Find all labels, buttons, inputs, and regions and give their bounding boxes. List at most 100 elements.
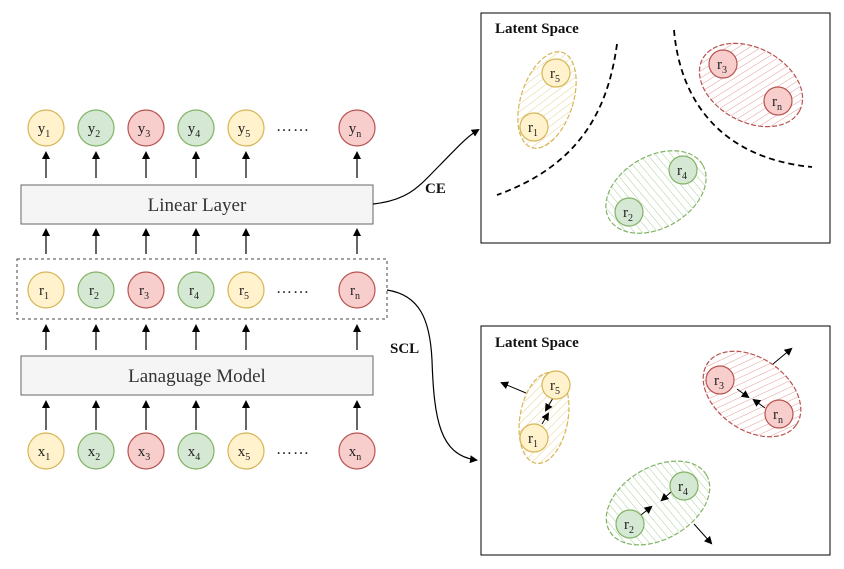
pipeline-arrows [42, 151, 361, 430]
y-node-4-circle [177, 109, 215, 147]
scl-latent-node-r5-label: r5 [550, 378, 560, 397]
y-node-5: y5 [227, 109, 265, 147]
y-node-4: y4 [177, 109, 215, 147]
y-row-ellipsis: …… [276, 118, 310, 135]
y-node-2: y2 [77, 109, 115, 147]
scl-latent-node-r5: r5 [541, 370, 571, 400]
scl-latent-node-r5-circle [541, 370, 571, 400]
representation-container [16, 258, 388, 320]
scl-latent-node-r4: r4 [669, 471, 699, 501]
x-node-4: x4 [177, 432, 215, 470]
x-node-2-circle [77, 432, 115, 470]
ce-connector-arrow [372, 128, 480, 205]
r-node-n-circle [338, 271, 376, 309]
r-node-5-label: r5 [239, 283, 249, 302]
linear-layer-label: Linear Layer [148, 195, 247, 216]
x-node-3-circle [127, 432, 165, 470]
r-node-3: r3 [127, 271, 165, 309]
scl-yellow-pull-arrow-a [544, 397, 554, 412]
x-node-2: x2 [77, 432, 115, 470]
scl-latent-node-rn: rn [764, 399, 794, 429]
ce-decision-boundary-right [673, 29, 813, 168]
linear-layer-block: Linear Layer [20, 184, 374, 225]
scl-green-pull-arrow-b [640, 505, 653, 516]
scl-latent-node-rn-label: rn [773, 407, 783, 426]
r-node-4-circle [177, 271, 215, 309]
ce-latent-node-rn: rn [763, 86, 793, 116]
y-node-2-circle [77, 109, 115, 147]
x-node-n: xn [338, 432, 376, 470]
r-node-5-circle [227, 271, 265, 309]
scl-green-pull-arrow-a [660, 491, 672, 502]
x-node-5-circle [227, 432, 265, 470]
ce-latent-node-rn-circle [763, 86, 793, 116]
r-node-2-circle [77, 271, 115, 309]
scl-latent-node-r2: r2 [615, 509, 645, 539]
scl-latent-node-r4-circle [669, 471, 699, 501]
r-node-1: r1 [27, 271, 65, 309]
r-node-3-circle [127, 271, 165, 309]
ce-latent-node-r5-circle [541, 58, 571, 88]
x-node-1: x1 [27, 432, 65, 470]
scl-red-push-arrow [772, 347, 793, 365]
ce-panel-title: Latent Space [495, 21, 579, 37]
scl-latent-node-r2-circle [615, 509, 645, 539]
scl-green-push-arrow [693, 523, 713, 545]
language-model-label: Lanaguage Model [128, 366, 266, 387]
r-node-1-label: r1 [39, 283, 49, 302]
scl-edge-label: SCL [390, 341, 419, 357]
r-node-2-label: r2 [89, 283, 99, 302]
r-node-2: r2 [77, 271, 115, 309]
y-node-3-circle [127, 109, 165, 147]
r-node-5: r5 [227, 271, 265, 309]
scl-yellow-pull-arrow-b [541, 412, 550, 425]
r-node-n: rn [338, 271, 376, 309]
r-node-4: r4 [177, 271, 215, 309]
ce-latent-node-r4: r4 [668, 155, 698, 185]
linear-layer-box [20, 184, 374, 225]
ce-latent-node-r2-label: r2 [623, 205, 633, 224]
scl-latent-node-r3-label: r3 [714, 373, 724, 392]
r-row-ellipsis: …… [276, 280, 310, 297]
scl-latent-node-r4-label: r4 [678, 479, 688, 498]
scl-latent-node-r2-label: r2 [624, 517, 634, 536]
ce-latent-node-r3-circle [708, 49, 738, 79]
scl-yellow-push-arrow [500, 381, 527, 394]
scl-latent-node-r3-circle [705, 365, 735, 395]
x-node-1-circle [27, 432, 65, 470]
language-model-block: Lanaguage Model [20, 355, 374, 396]
ce-latent-node-r5-label: r5 [550, 66, 560, 85]
language-model-box [20, 355, 374, 396]
ce-latent-node-r3: r3 [708, 49, 738, 79]
y-node-1-circle [27, 109, 65, 147]
scl-red-pull-arrow-a [736, 388, 750, 399]
ce-decision-boundary-left [496, 43, 618, 196]
scl-latent-node-r1: r1 [519, 423, 549, 453]
scl-latent-node-r1-circle [519, 423, 549, 453]
ce-latent-node-r3-label: r3 [717, 57, 727, 76]
y-node-1: y1 [27, 109, 65, 147]
r-node-3-label: r3 [139, 283, 149, 302]
scl-connector-arrow [386, 289, 478, 464]
scl-latent-node-rn-circle [764, 399, 794, 429]
ce-edge-label: CE [425, 181, 446, 197]
ce-latent-node-r2: r2 [614, 197, 644, 227]
r-node-1-circle [27, 271, 65, 309]
scl-panel-title: Latent Space [495, 335, 579, 351]
representation-row: r1 r2 r3 r4 r5 …… rn [27, 271, 376, 309]
x-node-4-circle [177, 432, 215, 470]
scl-latent-space-panel: Latent Space r5 r1 r3 rn r4 r2 [480, 325, 831, 556]
ce-latent-node-r2-circle [614, 197, 644, 227]
y-node-5-circle [227, 109, 265, 147]
y-node-n: yn [338, 109, 376, 147]
y-node-n-circle [338, 109, 376, 147]
ce-latent-node-r4-circle [668, 155, 698, 185]
ce-latent-node-r5: r5 [541, 58, 571, 88]
scl-red-pull-arrow-b [752, 398, 766, 409]
ce-latent-node-r1-circle [519, 112, 549, 142]
x-node-n-circle [338, 432, 376, 470]
